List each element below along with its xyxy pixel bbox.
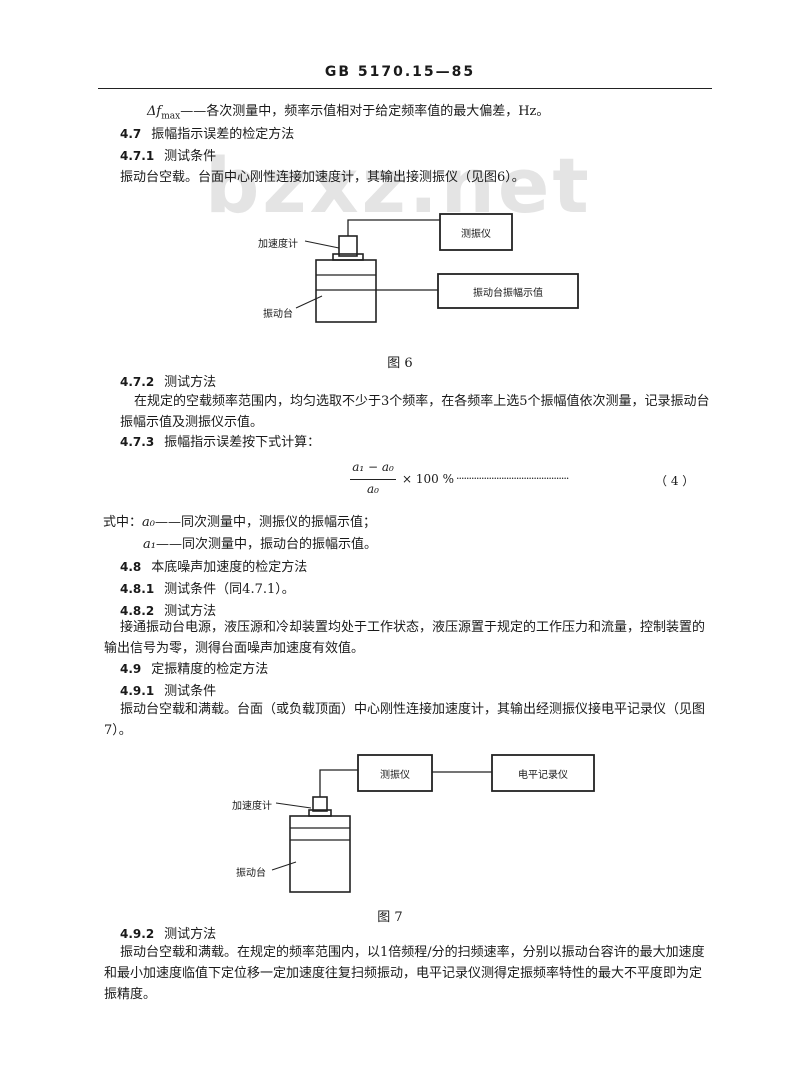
section-title: 测试条件（同4.7.1）。	[164, 582, 295, 597]
vibration-table	[315, 259, 377, 323]
section-4-7: 4.7 振幅指示误差的检定方法	[120, 126, 294, 143]
section-title: 测试方法	[164, 604, 217, 619]
header-rule	[98, 88, 712, 89]
paragraph-4-7-2: 在规定的空载频率范围内，均匀选取不少于3个频率，在各频率上选5个振幅值依次测量，…	[120, 394, 710, 430]
accelerometer-box-7	[312, 796, 328, 812]
figure-7-caption: 图 7	[377, 910, 403, 925]
section-4-7-1: 4.7.1 测试条件	[120, 148, 216, 165]
fig7-accelerometer-label: 加速度计	[232, 801, 272, 812]
formula-numerator: a₁ − a₀	[352, 460, 394, 474]
formula-number: （ 4 ）	[655, 474, 695, 488]
deltaf-definition: Δfmax——各次测量中，频率示值相对于给定频率值的最大偏差，Hz。	[147, 104, 549, 125]
section-4-8-1: 4.8.1 测试条件（同4.7.1）。	[120, 581, 295, 598]
accelerometer-base	[332, 253, 364, 261]
paragraph-4-9-1: 振动台空载和满载。台面（或负载顶面）中心刚性连接加速度计，其输出经测振仪接电平记…	[104, 702, 706, 738]
section-number: 4.8	[120, 560, 142, 574]
section-4-8-2: 4.8.2 测试方法	[120, 603, 216, 620]
section-title: 振幅指示误差的检定方法	[151, 127, 295, 142]
where-a0: 式中：a₀——同次测量中，测振仪的振幅示值；	[103, 515, 376, 531]
a1-description: ——同次测量中，振动台的振幅示值。	[155, 537, 377, 552]
section-title: 振幅指示误差按下式计算：	[164, 435, 321, 450]
fig6-table-label: 振动台	[263, 309, 293, 320]
where-a1: a₁——同次测量中，振动台的振幅示值。	[143, 537, 377, 553]
formula-denominator: a₀	[367, 482, 379, 496]
section-title: 本底噪声加速度的检定方法	[151, 560, 308, 575]
section-number: 4.8.2	[120, 604, 155, 618]
section-title: 测试条件	[164, 149, 217, 164]
section-4-9-2: 4.9.2 测试方法	[120, 926, 216, 943]
section-4-7-3: 4.7.3 振幅指示误差按下式计算：	[120, 434, 320, 451]
section-number: 4.7	[120, 127, 142, 141]
level-recorder-box	[491, 754, 595, 792]
section-4-9-1: 4.9.1 测试条件	[120, 683, 216, 700]
a1-symbol: a₁	[143, 537, 156, 552]
paragraph-4-7-1: 振动台空载。台面中心刚性连接加速度计，其输出接测振仪（见图6）。	[120, 170, 525, 185]
formula-dots: ········································…	[456, 472, 569, 485]
fraction-bar	[350, 479, 396, 480]
vibrometer-box-7	[357, 754, 433, 792]
section-number: 4.9	[120, 662, 142, 676]
fig7-vibrometer-label: 测振仪	[380, 770, 410, 781]
page-header: GB 5170.15—85	[324, 64, 476, 80]
paragraph-4-9-2: 振动台空载和满载。在规定的频率范围内，以1倍频程/分的扫频速率，分别以振动台容许…	[104, 945, 705, 1002]
fig6-vibrometer-label: 测振仪	[461, 229, 491, 240]
section-title: 测试方法	[164, 375, 217, 390]
cable-line-7	[319, 769, 358, 797]
section-number: 4.7.1	[120, 149, 155, 163]
section-title: 定振精度的检定方法	[151, 662, 269, 677]
where-prefix: 式中：	[103, 515, 143, 530]
watermark: bzxz.net	[205, 141, 592, 230]
a0-symbol: a₀	[142, 515, 155, 530]
section-title: 测试条件	[164, 684, 217, 699]
section-number: 4.7.2	[120, 375, 155, 389]
fig6-amplitude-label: 振动台振幅示值	[473, 288, 543, 299]
section-number: 4.9.2	[120, 927, 155, 941]
paragraph-4-8-2: 接通振动台电源，液压源和冷却装置均处于工作状态，液压源置于规定的工作压力和流量，…	[104, 620, 706, 656]
section-number: 4.7.3	[120, 435, 155, 449]
section-4-8: 4.8 本底噪声加速度的检定方法	[120, 559, 307, 576]
section-title: 测试方法	[164, 927, 217, 942]
a0-description: ——同次测量中，测振仪的振幅示值；	[154, 515, 376, 530]
amplitude-display-box	[437, 273, 579, 309]
fig7-table-label: 振动台	[236, 868, 266, 879]
section-4-7-2: 4.7.2 测试方法	[120, 374, 216, 391]
accelerometer-box	[338, 235, 358, 257]
figure-6-caption: 图 6	[387, 356, 413, 371]
cable-line	[347, 219, 440, 236]
vibrometer-box	[439, 213, 513, 251]
vibration-table-7	[289, 815, 351, 893]
section-number: 4.8.1	[120, 582, 155, 596]
deltaf-sub: max	[161, 111, 181, 122]
fig7-recorder-label: 电平记录仪	[518, 770, 568, 781]
section-4-9: 4.9 定振精度的检定方法	[120, 661, 268, 678]
deltaf-text: ——各次测量中，频率示值相对于给定频率值的最大偏差，Hz。	[180, 104, 550, 119]
deltaf-symbol: Δf	[147, 104, 162, 119]
formula-multiplier: × 100 %	[402, 472, 454, 486]
fig6-accelerometer-label: 加速度计	[258, 239, 298, 250]
section-number: 4.9.1	[120, 684, 155, 698]
